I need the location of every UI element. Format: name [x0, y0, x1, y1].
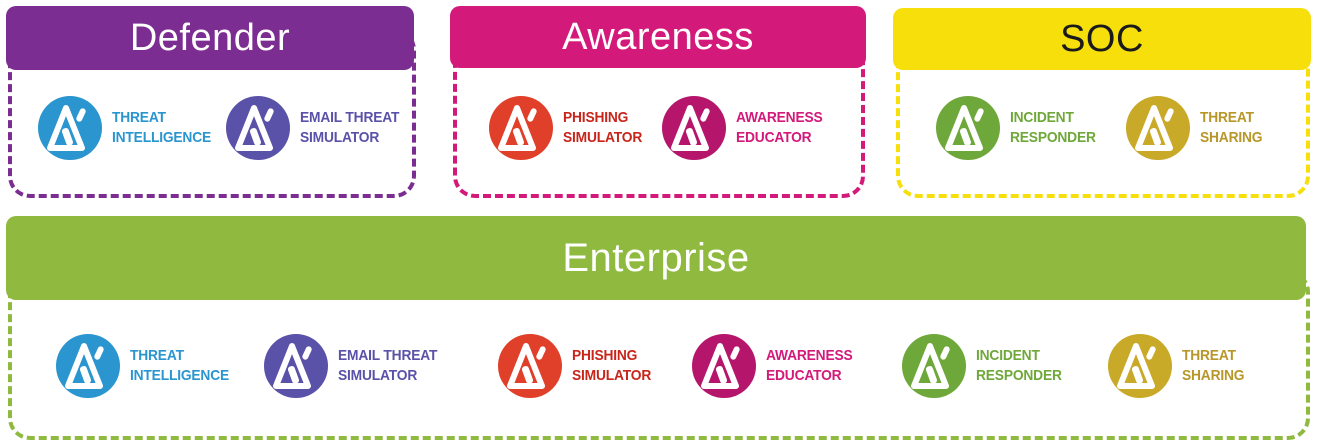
- phishing-simulator-icon: [498, 334, 562, 398]
- product-incident-responder: INCIDENT RESPONDER: [898, 330, 1069, 402]
- product-phishing-simulator: PHISHING SIMULATOR: [494, 330, 658, 402]
- product-phishing-simulator: PHISHING SIMULATOR: [485, 92, 649, 164]
- threat-intelligence-icon: [56, 334, 120, 398]
- threat-intelligence-icon: [38, 96, 102, 160]
- incident-responder-icon: [902, 334, 966, 398]
- product-label: THREAT SHARING: [1200, 109, 1263, 146]
- product-label: THREAT SHARING: [1182, 347, 1245, 384]
- product-threat-sharing: THREAT SHARING: [1122, 92, 1268, 164]
- product-label: EMAIL THREAT SIMULATOR: [300, 109, 400, 146]
- product-threat-sharing: THREAT SHARING: [1104, 330, 1250, 402]
- incident-responder-icon: [936, 96, 1000, 160]
- product-threat-intelligence: THREAT INTELLIGENCE: [34, 92, 220, 164]
- awareness-educator-icon: [662, 96, 726, 160]
- product-label: EMAIL THREAT SIMULATOR: [338, 347, 438, 384]
- awareness-group: Awareness PHISHING SIMULATOR AWARENESS E…: [445, 0, 875, 205]
- awareness-group-title: Awareness: [450, 6, 866, 68]
- product-label: INCIDENT RESPONDER: [1010, 109, 1096, 146]
- product-label: INCIDENT RESPONDER: [976, 347, 1062, 384]
- product-email-threat-simulator: EMAIL THREAT SIMULATOR: [222, 92, 408, 164]
- product-label: AWARENESS EDUCATOR: [766, 347, 853, 384]
- awareness-educator-icon: [692, 334, 756, 398]
- email-threat-simulator-icon: [264, 334, 328, 398]
- product-label: AWARENESS EDUCATOR: [736, 109, 823, 146]
- email-threat-simulator-icon: [226, 96, 290, 160]
- defender-group-title: Defender: [6, 6, 414, 70]
- soc-group: SOC INCIDENT RESPONDER THREAT SHARING: [888, 0, 1319, 205]
- defender-group: Defender THREAT INTELLIGENCE EMAIL THREA…: [0, 0, 430, 205]
- product-awareness-educator: AWARENESS EDUCATOR: [658, 92, 830, 164]
- product-label: THREAT INTELLIGENCE: [112, 109, 212, 146]
- enterprise-group-title: Enterprise: [6, 216, 1306, 300]
- product-awareness-educator: AWARENESS EDUCATOR: [688, 330, 860, 402]
- phishing-simulator-icon: [489, 96, 553, 160]
- soc-group-title: SOC: [893, 8, 1311, 70]
- threat-sharing-icon: [1108, 334, 1172, 398]
- product-label: THREAT INTELLIGENCE: [130, 347, 230, 384]
- product-label: PHISHING SIMULATOR: [563, 109, 643, 146]
- enterprise-group: Enterprise THREAT INTELLIGENCE EMAIL THR…: [0, 210, 1319, 447]
- product-threat-intelligence: THREAT INTELLIGENCE: [52, 330, 238, 402]
- product-email-threat-simulator: EMAIL THREAT SIMULATOR: [260, 330, 446, 402]
- threat-sharing-icon: [1126, 96, 1190, 160]
- product-incident-responder: INCIDENT RESPONDER: [932, 92, 1103, 164]
- product-label: PHISHING SIMULATOR: [572, 347, 652, 384]
